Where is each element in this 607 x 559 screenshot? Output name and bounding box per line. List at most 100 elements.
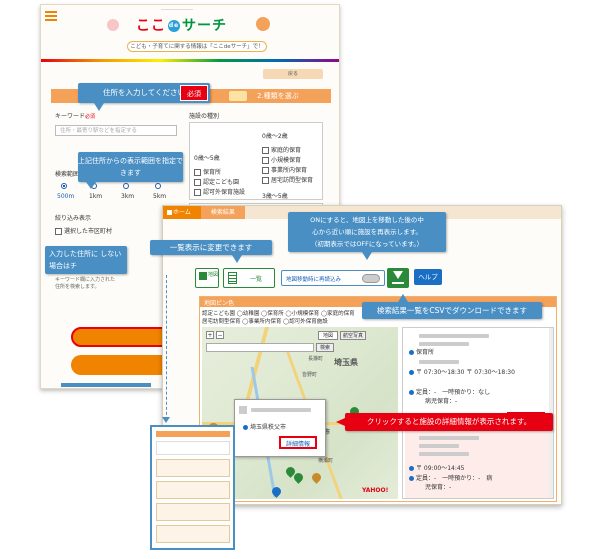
aerial-type-button[interactable]: 航空写真 xyxy=(340,331,366,340)
radius-radio-group: 500m 1km 3km 5km xyxy=(57,183,179,205)
map-grid-icon xyxy=(199,272,207,280)
radius-radio-5km[interactable] xyxy=(155,183,161,189)
required-badge: 必須 xyxy=(180,85,208,101)
map-place-label: 皆野町 xyxy=(302,372,318,378)
filter-label: 絞り込み表示 xyxy=(55,215,92,222)
site-subtitle: こども・子育てに関する情報は「ここdeサーチ」で！ xyxy=(127,41,267,52)
partial-callout-text: 入力した住所に しない場合はチ xyxy=(49,250,122,270)
bottom-blue-strip xyxy=(61,383,151,387)
list-item-hours: 〒 07:30〜18:30 〒 07:30〜18:30 xyxy=(409,368,549,377)
zoom-in-button[interactable]: + xyxy=(206,331,214,339)
csv-callout: 検索結果一覧をCSVでダウンロードできます xyxy=(362,302,542,319)
back-button[interactable]: 戻る xyxy=(263,69,323,79)
facility-type-item[interactable]: 保育所 xyxy=(194,167,221,176)
step2-label: 2.種類を選ぶ xyxy=(257,92,299,100)
keyword-input[interactable]: 住所・最寄り駅などを指定する xyxy=(55,125,177,136)
checkbox[interactable] xyxy=(55,228,62,235)
detail-callout: クリックすると施設の詳細情報が表示されます。 xyxy=(345,413,553,431)
map-search-button[interactable]: 検索 xyxy=(316,343,334,352)
range-label: 検索範囲 xyxy=(55,171,80,178)
header-tiny-text: 〰〰〰〰〰〰〰〰 xyxy=(161,7,193,12)
facility-type-box: 0歳〜5歳 0歳〜2歳 保育所 認定こども園 認可外保育施設 家庭的保育 小規模… xyxy=(189,122,323,200)
search-help-text: キーワード欄に入力された住所を検索します。 xyxy=(55,277,116,290)
callout-pointer xyxy=(86,182,96,189)
list-item[interactable]: 保育所 〒 07:30〜18:30 〒 07:30〜18:30 定員：- 一時預… xyxy=(405,330,551,410)
breadcrumb-result: 検索結果 xyxy=(200,206,245,219)
map-type-button[interactable]: 地図 xyxy=(318,331,338,340)
map-search-input[interactable] xyxy=(206,343,314,352)
home-icon xyxy=(167,210,172,215)
municipality-checkbox[interactable]: 選択した市区町村 xyxy=(55,226,112,235)
callout-pointer xyxy=(94,103,104,111)
age-group-label: 3歳〜5歳 xyxy=(262,193,288,200)
map-view-label: 地図 xyxy=(208,272,219,278)
zoom-out-button[interactable]: − xyxy=(216,331,224,339)
list-item-sick-care: 病児保育：- xyxy=(425,398,458,405)
map-place-label: 長瀞町 xyxy=(308,356,324,362)
facility-popup: 埼玉県秩父市 詳細情報 xyxy=(234,399,326,457)
callout-pointer xyxy=(336,418,345,426)
map-view-button[interactable]: 地図 xyxy=(195,268,219,288)
radius-option-label: 1km xyxy=(89,193,103,200)
radius-radio-500m[interactable] xyxy=(61,183,67,189)
reload-toggle-label: 地図移動時に再読込み xyxy=(286,277,342,283)
facility-type-item[interactable]: 居宅訪問型保育 xyxy=(262,175,313,184)
radius-radio-3km[interactable] xyxy=(123,183,129,189)
dashed-connector xyxy=(166,275,167,420)
list-item-capacity: 定員：- 一時預かり：なし xyxy=(409,388,490,397)
map-place-label: 横瀬町 xyxy=(318,458,334,464)
facility-type-item[interactable]: 認可外保育施設 xyxy=(194,187,245,196)
callout-pointer xyxy=(362,252,372,260)
csv-download-button[interactable] xyxy=(387,268,409,288)
csv-callout-text: 検索結果一覧をCSVでダウンロードできます xyxy=(376,306,528,315)
age-group-label: 0歳〜2歳 xyxy=(262,133,288,140)
popup-address: 埼玉県秩父市 xyxy=(243,422,286,431)
address-callout-text: 住所を入力してください xyxy=(102,88,186,97)
on-toggle-callout-line: （初期表示ではOFFになっています。） xyxy=(310,240,424,248)
facility-type-item[interactable]: 事業所内保育 xyxy=(262,165,307,174)
list-item-capacity: 定員：- 一時預かり：- 病 xyxy=(409,474,492,483)
list-item-type: 保育所 xyxy=(409,348,434,357)
list-view-callout: 一覧表示に変更できます xyxy=(150,240,272,255)
list-item[interactable]: 〒 09:00〜14:45 定員：- 一時預かり：- 病 児保育：- xyxy=(405,428,551,498)
reload-toggle-switch[interactable] xyxy=(362,274,380,283)
logo-decoration-icon xyxy=(256,17,270,31)
popup-detail-button[interactable]: 詳細情報 xyxy=(279,436,317,449)
legend-row-1: 認定こども園 ◯幼稚園 ◯保育所 ◯小規模保育 ◯家庭的保育 xyxy=(202,311,355,317)
map-pin[interactable] xyxy=(310,471,323,484)
menu-icon[interactable] xyxy=(45,11,57,21)
on-toggle-callout-line: 心から近い順に施設を再表示します。 xyxy=(312,228,422,236)
popup-detail-label: 詳細情報 xyxy=(286,441,311,448)
on-toggle-callout-line: ONにすると、地図上を移動した後の中 xyxy=(310,216,424,224)
map-container: 地図ピン色 認定こども園 ◯幼稚園 ◯保育所 ◯小規模保育 ◯家庭的保育 居宅訪… xyxy=(199,296,557,502)
callout-pointer xyxy=(232,255,242,263)
list-icon xyxy=(228,272,237,284)
radius-option-label: 500m xyxy=(57,193,75,200)
step2-icon xyxy=(229,91,247,101)
legend-row-2: 居宅訪問型保育 ◯事業所内保育 ◯認可外保育施設 xyxy=(202,319,328,325)
reload-toggle-control[interactable]: 地図移動時に再読込み xyxy=(281,270,385,286)
download-icon xyxy=(393,271,403,279)
facility-type-item[interactable]: 認定こども園 xyxy=(194,177,239,186)
keyword-label: キーワード必須 xyxy=(55,113,96,120)
callout-pointer xyxy=(398,294,408,302)
facility-type-item[interactable]: 小規模保育 xyxy=(262,155,301,164)
radius-option-label: 3km xyxy=(121,193,135,200)
help-button[interactable]: ヘルプ xyxy=(414,269,442,285)
breadcrumb-home[interactable]: ホーム xyxy=(163,206,201,219)
partial-callout: 入力した住所に しない場合はチ xyxy=(45,246,127,274)
facility-type-label: 施設の種別 xyxy=(189,113,220,120)
location-icon xyxy=(243,425,248,430)
range-callout: 上記住所からの表示範囲を指定できます xyxy=(78,152,183,182)
address-callout: 住所を入力してください xyxy=(78,83,210,103)
rainbow-divider xyxy=(41,59,339,62)
legend-title: 地図ピン色 xyxy=(204,300,235,307)
range-callout-text: 上記住所からの表示範囲を指定できます xyxy=(78,157,183,177)
facility-type-item[interactable]: 家庭的保育 xyxy=(262,145,301,154)
popup-address-text: 埼玉県秩父市 xyxy=(250,424,287,431)
list-view-thumbnail xyxy=(150,425,235,550)
list-view-label: 一覧 xyxy=(250,276,263,283)
list-view-button[interactable]: 一覧 xyxy=(223,268,275,288)
logo-decoration-icon xyxy=(107,19,119,31)
